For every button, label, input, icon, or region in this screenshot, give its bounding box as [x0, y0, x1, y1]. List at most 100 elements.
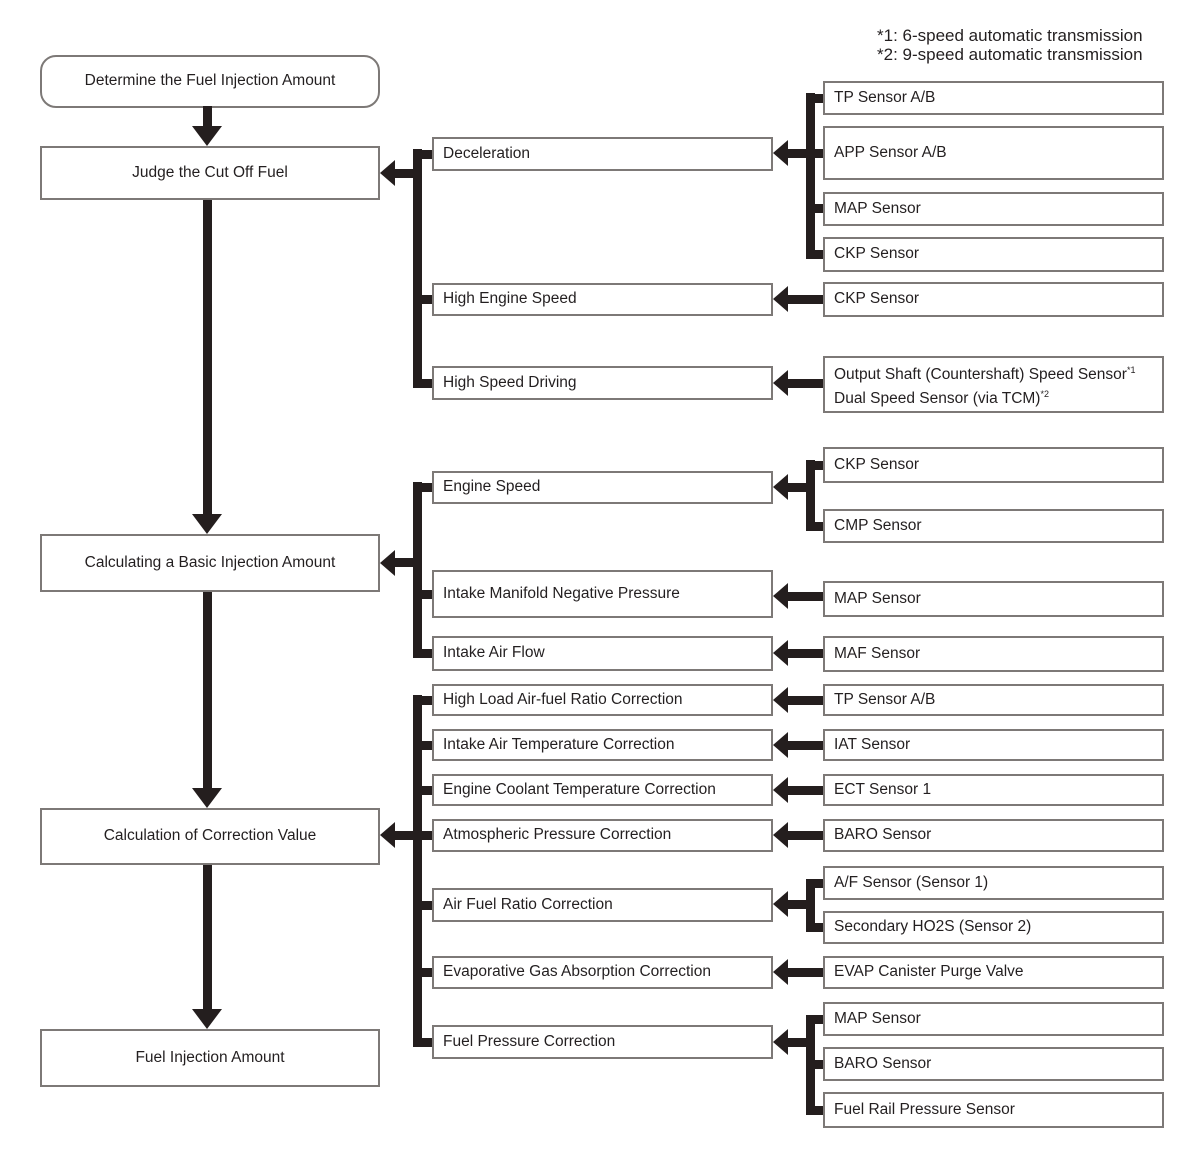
- connector-stub-app: [815, 149, 823, 158]
- connector-stub-secondary-ho2s: [815, 923, 823, 932]
- node-fuel-injection-amount: Fuel Injection Amount: [40, 1029, 380, 1087]
- node-air-fuel-ratio-correction: Air Fuel Ratio Correction: [432, 888, 773, 922]
- connector-stub-iat-correction: [413, 741, 432, 750]
- sensor-output-shaft-speed: Output Shaft (Countershaft) Speed Sensor…: [823, 356, 1164, 413]
- flow-arrow-4-shaft: [203, 865, 212, 1011]
- arrow-into-high-speed-driving-head: [773, 370, 788, 396]
- sensor-map-2: MAP Sensor: [823, 581, 1164, 617]
- arrow-into-judge-shaft: [395, 169, 413, 178]
- correction-group-trunk: [413, 695, 422, 1047]
- sensor-tp-a-b-1: TP Sensor A/B: [823, 81, 1164, 115]
- node-intake-manifold-negative-pressure: Intake Manifold Negative Pressure: [432, 570, 773, 618]
- node-high-load-air-fuel-ratio-correction: High Load Air-fuel Ratio Correction: [432, 684, 773, 716]
- arrow-into-fuel-pressure-head: [773, 1029, 788, 1055]
- sensor-iat: IAT Sensor: [823, 729, 1164, 761]
- arrow-into-engine-speed-head: [773, 474, 788, 500]
- sensor-ckp-2: CKP Sensor: [823, 282, 1164, 317]
- arrow-into-iat-correction-shaft: [788, 741, 823, 750]
- node-engine-speed: Engine Speed: [432, 471, 773, 504]
- node-fuel-pressure-correction: Fuel Pressure Correction: [432, 1025, 773, 1059]
- sensor-fuel-rail-pressure: Fuel Rail Pressure Sensor: [823, 1092, 1164, 1128]
- arrow-into-deceleration-head: [773, 140, 788, 166]
- arrow-into-air-fuel-ratio-shaft: [788, 900, 806, 909]
- arrow-into-air-fuel-ratio-head: [773, 891, 788, 917]
- node-evaporative-gas-absorption-correction: Evaporative Gas Absorption Correction: [432, 956, 773, 989]
- arrow-into-atmospheric-head: [773, 822, 788, 848]
- legend: *1: 6-speed automatic transmission *2: 9…: [877, 26, 1143, 64]
- node-engine-coolant-temperature-correction: Engine Coolant Temperature Correction: [432, 774, 773, 806]
- arrow-into-judge-head: [380, 160, 395, 186]
- connector-stub-intake-manifold: [413, 590, 432, 599]
- engine-speed-sensor-trunk: [806, 460, 815, 531]
- arrow-into-basic-head: [380, 550, 395, 576]
- arrow-into-engine-speed-shaft: [788, 483, 806, 492]
- arrow-into-basic-shaft: [395, 558, 413, 567]
- connector-stub-air-fuel-ratio: [413, 901, 432, 910]
- arrow-into-intake-air-flow-head: [773, 640, 788, 666]
- connector-stub-cmp: [815, 522, 823, 531]
- arrow-into-intake-manifold-head: [773, 583, 788, 609]
- fuel-pressure-sensor-trunk: [806, 1015, 815, 1115]
- node-atmospheric-pressure-correction: Atmospheric Pressure Correction: [432, 819, 773, 852]
- flow-arrow-2-shaft: [203, 200, 212, 516]
- connector-stub-high-engine-speed: [413, 295, 432, 304]
- arrow-into-high-engine-speed-shaft: [788, 295, 823, 304]
- arrow-into-high-load-head: [773, 687, 788, 713]
- arrow-into-ect-correction-head: [773, 777, 788, 803]
- connector-stub-high-speed-driving: [413, 379, 432, 388]
- deceleration-sensor-trunk: [806, 93, 815, 259]
- node-intake-air-flow: Intake Air Flow: [432, 636, 773, 671]
- flow-arrow-4-head: [192, 1009, 222, 1029]
- connector-stub-fuel-rail: [815, 1106, 823, 1115]
- sensor-map-1: MAP Sensor: [823, 192, 1164, 226]
- node-deceleration: Deceleration: [432, 137, 773, 171]
- connector-stub-map-3: [815, 1015, 823, 1024]
- node-determine-fuel-injection-amount: Determine the Fuel Injection Amount: [40, 55, 380, 108]
- arrow-into-ect-correction-shaft: [788, 786, 823, 795]
- sensor-baro-2: BARO Sensor: [823, 1047, 1164, 1081]
- connector-stub-baro-2: [815, 1060, 823, 1069]
- arrow-into-high-load-shaft: [788, 696, 823, 705]
- sensor-ckp-1: CKP Sensor: [823, 237, 1164, 272]
- node-judge-cut-off-fuel: Judge the Cut Off Fuel: [40, 146, 380, 200]
- connector-stub-af-sensor: [815, 879, 823, 888]
- node-high-engine-speed: High Engine Speed: [432, 283, 773, 316]
- arrow-into-fuel-pressure-shaft: [788, 1038, 806, 1047]
- arrow-into-intake-air-flow-shaft: [788, 649, 823, 658]
- footnote-ref-2: *2: [1040, 388, 1049, 399]
- connector-stub-ect-correction: [413, 786, 432, 795]
- judge-group-trunk: [413, 149, 422, 388]
- node-calculation-of-correction-value: Calculation of Correction Value: [40, 808, 380, 865]
- sensor-app-a-b: APP Sensor A/B: [823, 126, 1164, 180]
- arrow-into-correction-head: [380, 822, 395, 848]
- footnote-ref-1: *1: [1126, 365, 1136, 376]
- sensor-baro-1: BARO Sensor: [823, 819, 1164, 852]
- connector-stub-deceleration: [413, 150, 432, 159]
- arrow-into-atmospheric-shaft: [788, 831, 823, 840]
- basic-group-trunk: [413, 482, 422, 658]
- connector-stub-high-load: [413, 696, 432, 705]
- air-fuel-ratio-sensor-trunk: [806, 879, 815, 932]
- sensor-cmp: CMP Sensor: [823, 509, 1164, 543]
- flow-arrow-2-head: [192, 514, 222, 534]
- arrow-into-high-speed-driving-shaft: [788, 379, 823, 388]
- flow-arrow-1-head: [192, 126, 222, 146]
- node-high-speed-driving: High Speed Driving: [432, 366, 773, 400]
- flow-arrow-3-head: [192, 788, 222, 808]
- node-intake-air-temperature-correction: Intake Air Temperature Correction: [432, 729, 773, 761]
- sensor-maf: MAF Sensor: [823, 636, 1164, 672]
- connector-stub-ckp-1: [815, 250, 823, 259]
- sensor-output-shaft-line-2: Dual Speed Sensor (via TCM)*2: [834, 388, 1049, 407]
- connector-stub-fuel-pressure: [413, 1038, 432, 1047]
- arrow-into-correction-shaft: [395, 831, 413, 840]
- sensor-map-3: MAP Sensor: [823, 1002, 1164, 1036]
- arrow-into-high-engine-speed-head: [773, 286, 788, 312]
- connector-stub-engine-speed: [413, 483, 432, 492]
- connector-stub-tp-1: [815, 94, 823, 103]
- connector-stub-intake-air-flow: [413, 649, 432, 658]
- flow-arrow-1-shaft: [203, 106, 212, 128]
- connector-stub-evaporative: [413, 968, 432, 977]
- sensor-secondary-ho2s: Secondary HO2S (Sensor 2): [823, 911, 1164, 944]
- sensor-tp-a-b-2: TP Sensor A/B: [823, 684, 1164, 716]
- sensor-ect-1: ECT Sensor 1: [823, 774, 1164, 806]
